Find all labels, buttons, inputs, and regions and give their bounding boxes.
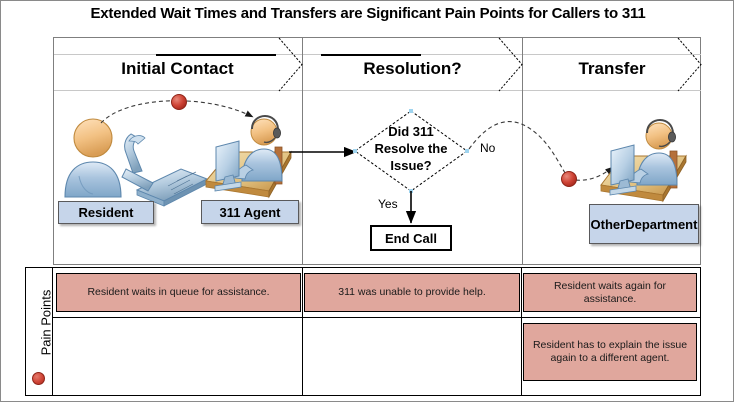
pain-points-column-divider-2 <box>521 267 522 396</box>
decision-line-2: Resolve the <box>374 140 448 156</box>
chevron-hairline-3 <box>523 54 701 55</box>
pain-point-box[interactable]: Resident has to explain the issue again … <box>523 323 697 381</box>
role-label-other-department-line1: Other <box>590 216 626 232</box>
role-label-other-department-line2: Department <box>625 216 698 232</box>
phase-header-resolution: Resolution? <box>363 59 462 78</box>
end-call-box[interactable]: End Call <box>370 225 452 251</box>
pain-point-box[interactable]: Resident waits in queue for assistance. <box>56 273 301 312</box>
pain-points-frame <box>25 267 701 396</box>
pain-points-column-divider-1 <box>302 267 303 396</box>
decision-line-1: Did 311 <box>388 123 434 139</box>
chevron-hairline-5 <box>303 90 522 91</box>
pain-points-label: Pain Points <box>38 289 54 356</box>
pain-point-box[interactable]: 311 was unable to provide help. <box>304 273 520 312</box>
pain-points-label-column: Pain Points <box>25 267 54 396</box>
chevron-rule-1 <box>156 54 276 56</box>
chevron-rule-2 <box>321 54 421 56</box>
red-dot-icon <box>32 372 45 385</box>
chevron-hairline-4 <box>54 90 302 91</box>
page-title: Extended Wait Times and Transfers are Si… <box>90 5 646 22</box>
decision-line-3: Issue? <box>390 157 432 173</box>
phase-header-transfer: Transfer <box>578 59 646 78</box>
role-label-311-agent[interactable]: 311 Agent <box>201 200 299 224</box>
pain-points-row-divider <box>53 317 701 318</box>
decision-label: Did 311 Resolve the Issue? <box>363 118 459 178</box>
role-label-other-department[interactable]: Other Department <box>589 204 699 244</box>
phase-header-initial-contact: Initial Contact <box>121 59 234 78</box>
decision-branch-label-no: No <box>480 141 496 155</box>
swimlane-frame <box>53 37 701 265</box>
role-label-resident[interactable]: Resident <box>58 201 154 224</box>
lane-divider-1 <box>302 37 303 265</box>
chevron-hairline-6 <box>523 90 701 91</box>
pain-point-box[interactable]: Resident waits again for assistance. <box>523 273 697 312</box>
decision-branch-label-yes: Yes <box>378 197 398 211</box>
